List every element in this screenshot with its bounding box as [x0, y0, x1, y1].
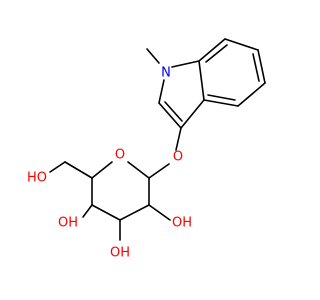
bond-c4-c3a [203, 99, 239, 107]
bond-c6-c5 [257, 49, 266, 84]
bond-c2-oh [148, 204, 171, 221]
structure-canvas: N O O HO OH OH OH [27, 38, 266, 261]
atom-label-layer: N O O HO OH OH OH [27, 66, 192, 261]
bond-methyl-n [146, 48, 160, 64]
bond-c3-o [175, 127, 182, 151]
molecule-diagram: N O O HO OH OH OH [27, 38, 266, 261]
bond-n-c7a [171, 60, 200, 68]
bond-c7a-c7 [198, 38, 226, 62]
n-atom-label: N [161, 66, 171, 81]
bond-c2-c3 [158, 102, 182, 129]
bond-c2-c3-second [164, 101, 183, 122]
oh3-label: OH [110, 246, 130, 261]
bond-c4-c3 [91, 204, 121, 221]
oh2-label: OH [172, 216, 192, 231]
bond-o-c1 [148, 163, 170, 179]
bond-c5-c6 [64, 161, 93, 179]
ring-o-atom-label: O [115, 148, 125, 163]
bond-layer [49, 38, 266, 241]
bond-c6-oh [49, 161, 66, 173]
bond-n-c2 [158, 79, 165, 104]
oh4-label: OH [58, 216, 78, 231]
bond-c7a-c7-inner [205, 44, 228, 63]
bond-c4-oh [82, 204, 93, 218]
bond-c3-c3a [180, 99, 205, 129]
bond-c6-c5-inner [252, 53, 260, 82]
bond-c3-c2 [119, 204, 150, 221]
bond-c7-c6 [224, 38, 259, 51]
bond-c4-c3a-inner [207, 94, 236, 101]
bond-c5-c4 [237, 82, 266, 107]
bond-ringo-c5 [91, 161, 113, 179]
linker-o-atom-label: O [173, 150, 183, 165]
bond-c3a-c7a [198, 60, 205, 101]
bond-c1-ringo [127, 161, 150, 179]
ch2oh-label: HO [27, 171, 47, 186]
